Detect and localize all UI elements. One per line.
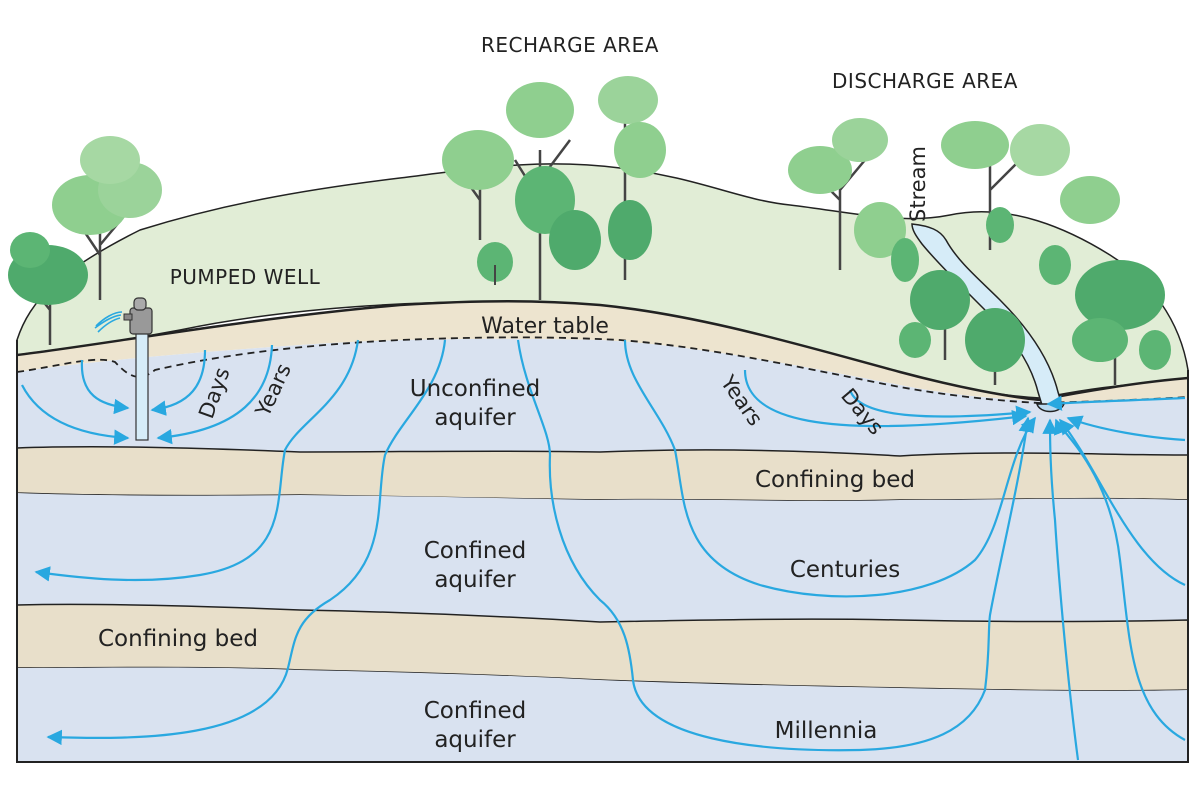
tree-icon: [8, 232, 88, 345]
confined-aquifer-lower-label-line2: aquifer: [434, 727, 516, 753]
confining-bed-upper-label: Confining bed: [755, 467, 915, 493]
tree-icon: [506, 82, 601, 300]
centuries-label: Centuries: [790, 557, 900, 583]
millennia-label: Millennia: [775, 718, 878, 744]
discharge-area-label: DISCHARGE AREA: [832, 69, 1018, 93]
flow-line-right-1: [1066, 415, 1186, 442]
confined-aquifer-upper-layer: [17, 493, 1188, 622]
flow-line-well-days: [150, 349, 207, 416]
flow-line-discharge-top: [1046, 395, 1186, 411]
water-table-label: Water table: [481, 314, 609, 339]
trees-center: [442, 76, 666, 300]
tree-icon: [891, 207, 1071, 285]
confined-aquifer-upper-label-line2: aquifer: [434, 567, 516, 593]
flow-line-well-left-lower: [21, 384, 130, 445]
unconfined-aquifer-label-line1: Unconfined: [410, 376, 541, 402]
flow-lines: [21, 339, 1186, 761]
confining-bed-upper-layer: [16, 446, 1189, 502]
confined-aquifer-upper-label-line1: Confined: [424, 538, 527, 564]
flow-line-well-left-upper: [80, 359, 130, 415]
tree-icon: [941, 121, 1120, 250]
tree-icon: [1072, 260, 1171, 385]
unconfined-aquifer-label-line2: aquifer: [434, 405, 516, 431]
stream-label: Stream: [906, 146, 930, 222]
cross-section-frame: [16, 340, 1189, 763]
flow-line-discharge-days: [848, 389, 1032, 421]
tree-icon: [788, 118, 906, 270]
flow-line-discharge-years: [743, 369, 1028, 428]
trees-right: [788, 118, 1171, 385]
confining-bed-lower-label: Confining bed: [98, 626, 258, 652]
flow-line-millennia: [516, 339, 1034, 752]
unsaturated-zone: [17, 301, 1188, 402]
flow-line-well-years: [156, 344, 274, 445]
trees-left: [8, 136, 162, 345]
water-table-line: [16, 336, 1189, 404]
tree-icon: [965, 308, 1025, 385]
tree-icon: [442, 130, 514, 240]
tree-icon: [477, 242, 513, 285]
tree-icon: [899, 270, 970, 360]
tree-icon: [52, 136, 162, 300]
confined-aquifer-lower-label-line1: Confined: [424, 698, 527, 724]
flow-line-confined-lower-left: [46, 339, 447, 746]
pumped-well-label: PUMPED WELL: [170, 265, 321, 289]
confined-aquifer-lower-layer: [17, 667, 1188, 762]
flow-line-right-3: [1054, 418, 1186, 741]
pumped-well: [94, 297, 153, 441]
flow-line-right-4: [1042, 418, 1080, 761]
recharge-area-label: RECHARGE AREA: [481, 33, 659, 57]
flow-line-confined-upper-left: [34, 339, 360, 582]
tree-icon: [598, 76, 666, 280]
flow-line-centuries: [623, 339, 1036, 598]
flow-line-right-2: [1059, 418, 1186, 587]
